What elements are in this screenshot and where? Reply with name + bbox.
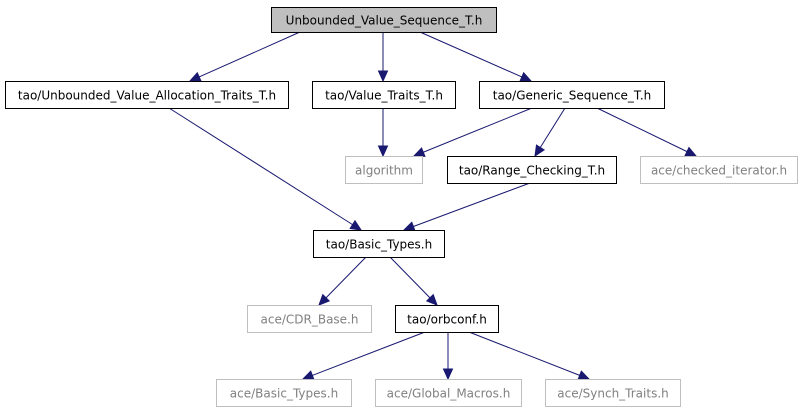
arrow-head <box>349 219 363 231</box>
node-root[interactable]: Unbounded_Value_Sequence_T.h <box>271 7 497 33</box>
edge-alloc-basic <box>168 107 363 231</box>
node-synch: ace/Synch_Traits.h <box>545 379 681 407</box>
edge-line <box>468 331 580 376</box>
node-label: ace/Global_Macros.h <box>387 387 511 401</box>
edge-line <box>423 107 533 153</box>
edge-vtraits-algorithm <box>377 108 389 158</box>
node-label: ace/Synch_Traits.h <box>557 387 668 401</box>
node-algorithm: algorithm <box>345 156 423 184</box>
arrow-head <box>377 145 389 158</box>
arrow-head <box>301 370 315 381</box>
edge-basic-cdr <box>318 256 367 306</box>
node-label: tao/Value_Traits_T.h <box>325 89 443 103</box>
node-label: tao/orbconf.h <box>407 313 487 327</box>
node-label: tao/Basic_Types.h <box>326 238 432 252</box>
edge-line <box>413 182 531 227</box>
edge-line <box>539 107 566 148</box>
node-label: algorithm <box>355 164 413 178</box>
edge-line <box>596 107 688 153</box>
edge-root-generic <box>419 31 533 82</box>
arrow-head <box>519 71 533 82</box>
node-box <box>545 379 681 407</box>
edge-orbconf-synch <box>468 331 591 381</box>
arrow-head <box>318 293 331 306</box>
edge-generic-algorithm <box>412 107 533 157</box>
node-range[interactable]: tao/Range_Checking_T.h <box>447 156 617 184</box>
node-label: tao/Range_Checking_T.h <box>459 164 605 178</box>
node-basic[interactable]: tao/Basic_Types.h <box>313 230 445 258</box>
node-box <box>375 379 522 407</box>
arrow-head <box>425 293 438 306</box>
edge-line <box>419 31 523 78</box>
node-box <box>271 7 497 33</box>
edge-line <box>168 107 353 226</box>
node-vtraits[interactable]: tao/Value_Traits_T.h <box>312 81 456 109</box>
edge-orbconf-macros <box>442 332 454 381</box>
node-checked: ace/checked_iterator.h <box>640 156 798 184</box>
edge-line <box>389 256 431 299</box>
edge-root-vtraits <box>377 32 389 83</box>
node-label: ace/Basic_Types.h <box>230 387 338 401</box>
arrow-head <box>377 70 389 83</box>
node-alloc[interactable]: tao/Unbounded_Value_Allocation_Traits_T.… <box>5 81 289 109</box>
node-box <box>313 230 445 258</box>
edge-line <box>198 31 301 78</box>
node-box <box>447 156 617 184</box>
node-box <box>216 379 352 407</box>
edge-basic-orbconf <box>389 256 438 306</box>
edge-orbconf-acebasic <box>301 331 426 381</box>
edge-range-basic <box>402 182 531 232</box>
arrow-head <box>402 221 416 232</box>
arrow-head <box>577 370 591 381</box>
node-macros: ace/Global_Macros.h <box>375 379 522 407</box>
node-box <box>640 156 798 184</box>
node-box <box>5 81 289 109</box>
edge-root-alloc <box>188 31 301 82</box>
node-label: tao/Unbounded_Value_Allocation_Traits_T.… <box>18 89 276 103</box>
arrow-head <box>534 144 546 158</box>
arrow-head <box>684 146 698 157</box>
arrow-head <box>188 71 202 82</box>
node-box <box>395 305 499 333</box>
arrow-head <box>442 368 454 381</box>
node-box <box>247 305 372 333</box>
node-cdr: ace/CDR_Base.h <box>247 305 372 333</box>
node-orbconf[interactable]: tao/orbconf.h <box>395 305 499 333</box>
edge-line <box>325 256 367 299</box>
edge-generic-checked <box>596 107 698 157</box>
arrow-head <box>412 147 426 157</box>
edge-line <box>312 331 426 376</box>
node-label: Unbounded_Value_Sequence_T.h <box>286 14 483 28</box>
node-acebasic: ace/Basic_Types.h <box>216 379 352 407</box>
node-label: tao/Generic_Sequence_T.h <box>493 89 652 103</box>
node-box <box>312 81 456 109</box>
node-generic[interactable]: tao/Generic_Sequence_T.h <box>479 81 665 109</box>
node-label: ace/CDR_Base.h <box>261 313 359 327</box>
node-box <box>345 156 423 184</box>
node-box <box>479 81 665 109</box>
node-label: ace/checked_iterator.h <box>651 164 787 178</box>
edge-generic-range <box>534 107 566 158</box>
